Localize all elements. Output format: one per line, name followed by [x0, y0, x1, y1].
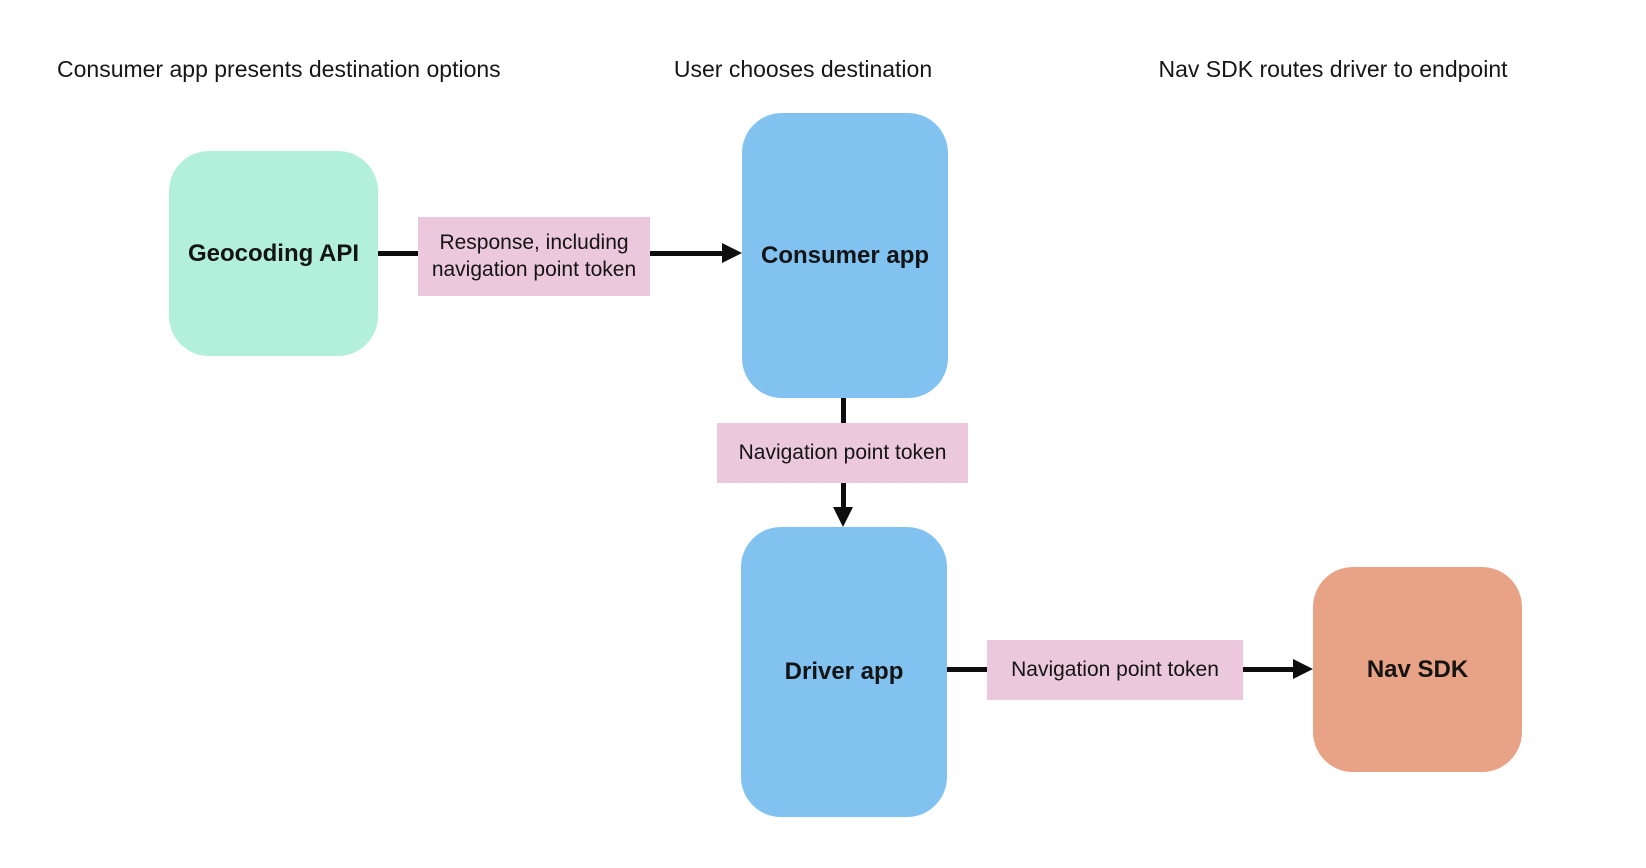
- edge-line-label-to-consumer: [650, 251, 724, 256]
- edge-label-token-driver-to-sdk: Navigation point token: [987, 640, 1243, 700]
- node-nav-sdk: Nav SDK: [1313, 567, 1522, 772]
- stage-label-user-chooses: User chooses destination: [673, 56, 933, 82]
- edge-label-token-consumer-to-driver: Navigation point token: [717, 423, 968, 483]
- edge-label-token-consumer-to-driver-text: Navigation point token: [738, 440, 947, 464]
- node-driver-app-label: Driver app: [784, 658, 904, 685]
- edge-line-geocoding-to-label: [378, 251, 418, 256]
- node-geocoding-api-label: Geocoding API: [187, 239, 360, 267]
- node-geocoding-api: Geocoding API: [169, 151, 378, 356]
- edge-label-response-token: Response, including navigation point tok…: [418, 217, 650, 296]
- arrowhead-into-driver-app: [833, 507, 853, 527]
- arrowhead-into-consumer-app: [722, 243, 742, 263]
- stage-label-consumer-presents: Consumer app presents destination option…: [57, 56, 501, 82]
- node-consumer-app-label: Consumer app: [760, 241, 930, 269]
- edge-line-consumer-to-label: [841, 398, 846, 423]
- edge-line-driver-to-label: [947, 667, 987, 672]
- stage-label-navsdk-routes: Nav SDK routes driver to endpoint: [1158, 56, 1508, 82]
- arrowhead-into-nav-sdk: [1293, 659, 1313, 679]
- edge-line-label-to-driver: [841, 483, 846, 509]
- edge-label-token-driver-to-sdk-text: Navigation point token: [1011, 657, 1219, 681]
- node-consumer-app: Consumer app: [742, 113, 948, 398]
- edge-label-response-token-text: Response, including navigation point tok…: [431, 231, 637, 281]
- node-driver-app: Driver app: [741, 527, 947, 817]
- node-nav-sdk-label: Nav SDK: [1366, 655, 1469, 683]
- edge-line-label-to-navsdk: [1243, 667, 1294, 672]
